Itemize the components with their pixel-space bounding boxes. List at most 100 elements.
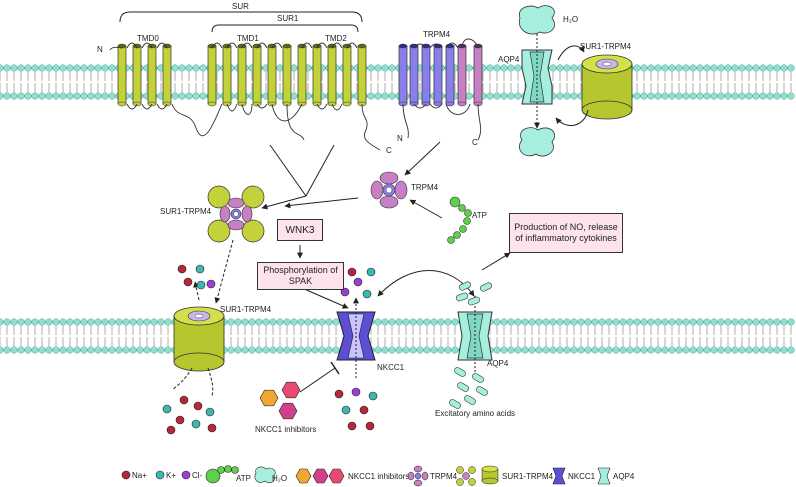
spak-to-nkcc1-arrow [301, 287, 349, 309]
lipid-head [367, 64, 375, 72]
lipid-head [171, 64, 179, 72]
na-ion [166, 425, 176, 435]
legend-sur1-trpm4: SUR1-TRPM4 [502, 472, 554, 481]
lipid-head [409, 318, 417, 326]
lipid-head [199, 64, 207, 72]
lipid-head [780, 92, 788, 100]
lipid-head [108, 92, 116, 100]
lipid-head [654, 346, 662, 354]
lipid-head [703, 346, 711, 354]
lipid-head [157, 346, 165, 354]
k-ion [191, 419, 201, 429]
lipid-head [430, 346, 438, 354]
atp-bead [459, 225, 467, 233]
nkcc1-cotransporter [336, 297, 376, 378]
helix [433, 45, 443, 105]
lipid-head [290, 92, 298, 100]
lipid-head [507, 346, 515, 354]
lipid-head [787, 346, 795, 354]
lipid-head [276, 346, 284, 354]
sur1-trpm4-middle-label: SUR1-TRPM4 [160, 207, 212, 216]
lipid-head [395, 318, 403, 326]
lipid-head [381, 92, 389, 100]
lipid-head [556, 64, 564, 72]
lipid-head [717, 64, 725, 72]
lipid-head [269, 318, 277, 326]
lipid-head [31, 64, 39, 72]
lipid-head [227, 318, 235, 326]
lipid-head [10, 318, 18, 326]
lipid-head [374, 64, 382, 72]
lipid-head [752, 318, 760, 326]
lipid-head [780, 346, 788, 354]
helix [457, 45, 467, 105]
trpm4-loops [402, 38, 482, 141]
lipid-head [724, 92, 732, 100]
lipid-head [395, 346, 403, 354]
lipid-head [626, 318, 634, 326]
na-ion [334, 389, 344, 399]
lipid-head [570, 346, 578, 354]
sur-loops [109, 42, 381, 151]
excitatory-amino-acid [479, 282, 493, 292]
lipid-head [150, 318, 158, 326]
lipid-head [689, 64, 697, 72]
lipid-head [3, 92, 11, 100]
h2o-blob-top [518, 5, 556, 157]
lipid-head [703, 92, 711, 100]
lipid-head [24, 64, 32, 72]
lipid-head [465, 64, 473, 72]
lipid-head [409, 346, 417, 354]
excitatory-label: Excitatory amino acids [435, 409, 515, 418]
lipid-head [129, 318, 137, 326]
lipid-head [766, 318, 774, 326]
lipid-head [122, 318, 130, 326]
lipid-head [255, 346, 263, 354]
sur1-trpm4-channel-bottom [173, 306, 225, 372]
lipid-head [731, 318, 739, 326]
lipid-head [745, 346, 753, 354]
lipid-head [143, 318, 151, 326]
lipid-head [17, 318, 25, 326]
lipid-head [38, 318, 46, 326]
k-ion [195, 264, 205, 274]
helix [162, 45, 172, 105]
lipid-head [577, 346, 585, 354]
lipid-head [787, 92, 795, 100]
lipid-head [549, 346, 557, 354]
lipid-head [45, 64, 53, 72]
trpm4-tetramer [370, 171, 408, 209]
nkcc1-inhibitors-label: NKCC1 inhibitors [255, 425, 316, 434]
helix [237, 45, 247, 105]
lipid-head [402, 346, 410, 354]
trpm4-c-label: C [472, 138, 478, 147]
lipid-head [388, 92, 396, 100]
lipid-head [766, 92, 774, 100]
k-ion [368, 391, 378, 401]
lipid-head [185, 92, 193, 100]
lipid-head [94, 64, 102, 72]
helix [117, 45, 127, 105]
lipid-head [94, 318, 102, 326]
aqp4-top-label: AQP4 [498, 55, 520, 64]
inhibition-line [299, 367, 336, 393]
excitatory-amino-acid [472, 373, 484, 383]
lipid-head [290, 318, 298, 326]
lipid-head [157, 318, 165, 326]
helix [207, 45, 217, 105]
lipid-head [626, 346, 634, 354]
lipid-head [710, 318, 718, 326]
lipid-head [59, 318, 67, 326]
na-ion [179, 395, 189, 405]
lipid-head [647, 318, 655, 326]
lipid-head [381, 346, 389, 354]
lipid-head [738, 92, 746, 100]
legend-atp: ATP [236, 474, 251, 483]
cl-ion [353, 277, 363, 287]
aqp4-bottom-channel [457, 295, 493, 372]
excitatory-amino-acid [449, 399, 461, 409]
na-ion [177, 264, 187, 274]
lipid-head [584, 318, 592, 326]
lipid-head [31, 346, 39, 354]
